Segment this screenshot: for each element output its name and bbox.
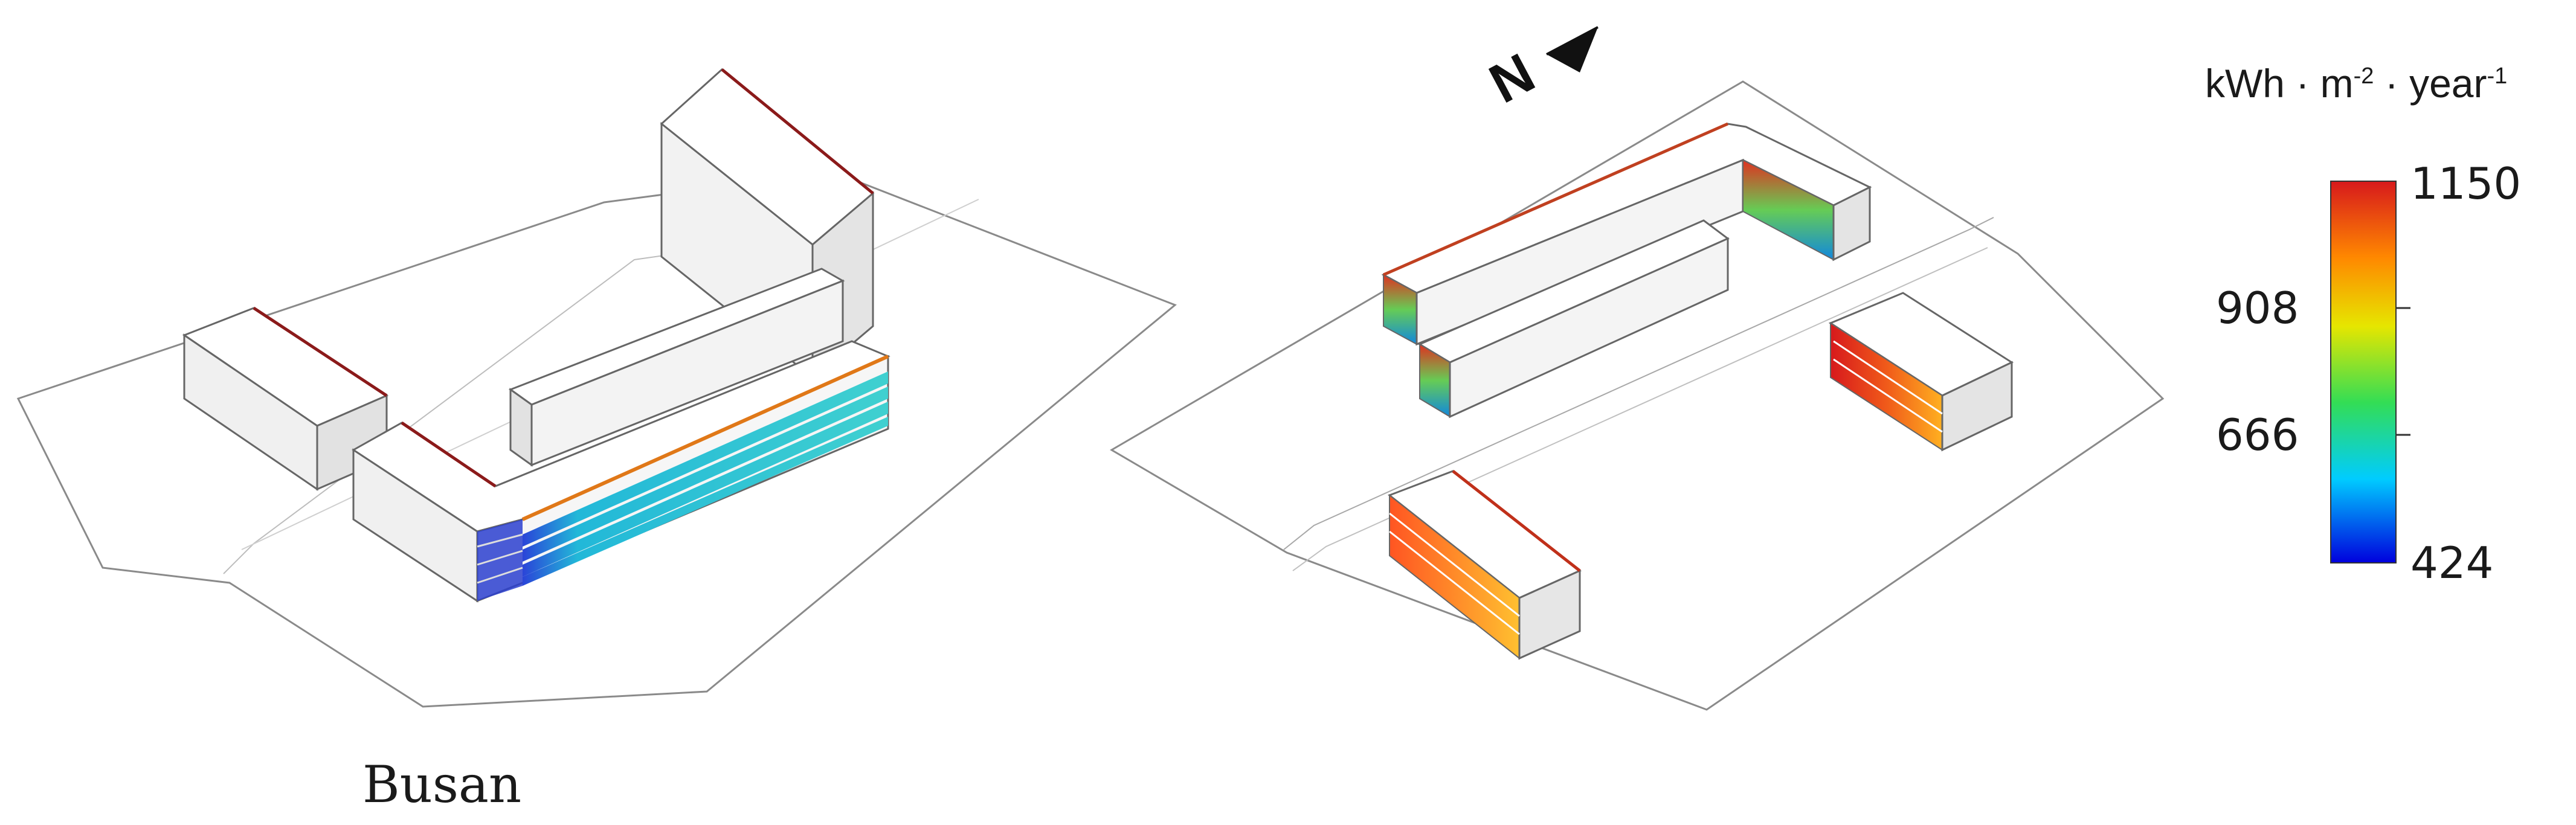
legend-unit-base: kWh · m	[2205, 61, 2354, 106]
right-building-upper	[1381, 122, 1872, 346]
right-site	[1110, 80, 2165, 711]
right-building-front	[1387, 470, 1582, 660]
right-ground-plane	[1110, 80, 2165, 711]
legend-unit-mid: · year	[2374, 61, 2487, 106]
busan-site	[16, 68, 1177, 708]
north-arrow-icon	[1546, 26, 1599, 72]
busan-building-front	[352, 340, 890, 603]
legend-unit-label: kWh · m-2 · year-1	[2205, 60, 2507, 106]
right-building-small	[1828, 292, 2014, 452]
busan-building-middle	[508, 268, 845, 467]
right-building-middle	[1417, 219, 1730, 419]
legend-unit-exp2: -1	[2487, 63, 2508, 89]
legend-tick-label-666: 666	[2216, 409, 2299, 460]
legend-unit-exp1: -2	[2353, 63, 2374, 89]
right-road-edge-2	[1292, 247, 1988, 571]
north-label: N	[1480, 42, 1545, 115]
legend-tick-label-max: 1150	[2410, 158, 2522, 209]
legend-colorbar	[2330, 181, 2397, 563]
legend-tick-label-min: 424	[2410, 538, 2494, 588]
legend-tick-label-908: 908	[2216, 283, 2299, 333]
right-road-edge	[1283, 217, 1994, 550]
city-label: Busan	[362, 755, 522, 814]
